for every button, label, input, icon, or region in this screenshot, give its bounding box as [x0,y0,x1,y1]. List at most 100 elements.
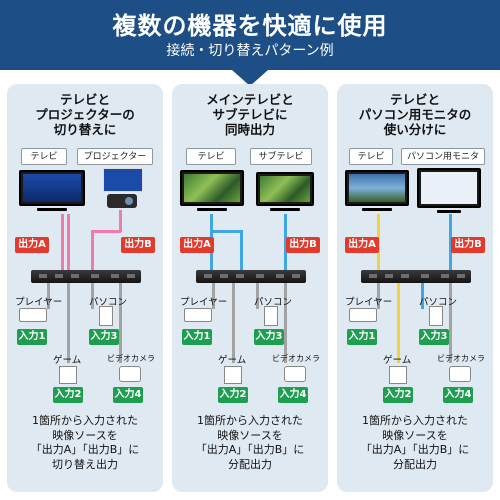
panel-heading-line: 同時出力 [224,122,275,137]
caption-line: 1箇所から入力された [362,414,468,427]
panel-caption: 1箇所から入力された 映像ソースを 「出力A」「出力B」に 分配出力 [172,414,328,472]
input-4-label: 入力4 [278,387,308,403]
panel-heading-line: プロジェクターの [35,107,135,122]
pc-label: パソコン [89,297,128,308]
pc-label: パソコン [419,297,458,308]
panel-main-sub-tv: メインテレビと サブテレビに 同時出力 テレビ サブテレビ 出力A 出力B プレ… [172,84,328,492]
cable-input-4 [284,283,287,363]
output-a-label: 出力A [345,237,379,253]
cable-output-b [284,214,287,270]
caption-line: 「出力A」「出力B」に [30,443,140,456]
panel-heading-line: 使い分けに [383,122,447,137]
cable-input-1 [377,283,380,309]
cable-input-2 [397,283,400,363]
tag-tv: テレビ [349,148,393,165]
pc-monitor-screen [417,168,481,208]
panel-heading-line: サブテレビに [212,107,288,122]
cable-output-a-dashed [67,214,70,270]
output-a-label: 出力A [15,237,49,253]
hdmi-switch [196,270,306,283]
player-label: プレイヤー [15,297,63,308]
pc-icon [264,306,278,326]
panel-heading: テレビと パソコン用モニタの 使い分けに [337,92,493,137]
tag-sub-tv: サブテレビ [250,148,312,165]
caption-line: 「出力A」「出力B」に [195,443,305,456]
caption-line: 映像ソースを [217,428,283,442]
game-label: ゲーム [218,355,247,366]
caption-line: 切り替え出力 [52,457,118,471]
caption-line: 映像ソースを [52,428,118,442]
input-4-label: 入力4 [443,387,473,403]
player-label: プレイヤー [345,297,393,308]
caption-line: 映像ソースを [382,428,448,442]
tag-tv: テレビ [186,148,236,165]
player-icon [349,308,377,322]
output-b-label: 出力B [121,237,155,253]
camera-icon [119,366,141,382]
sub-tv-stand [270,208,300,211]
tv-screen [345,170,409,206]
camera-label: ビデオカメラ [272,354,320,363]
panel-heading: メインテレビと サブテレビに 同時出力 [172,92,328,137]
caption-line: 分配出力 [228,457,272,471]
cable-input-4 [449,283,452,363]
output-b-label: 出力B [286,237,320,253]
panel-heading-line: メインテレビと [206,92,294,107]
player-label: プレイヤー [180,297,228,308]
projected-image [103,168,143,192]
panel-caption: 1箇所から入力された 映像ソースを 「出力A」「出力B」に 切り替え出力 [7,414,163,472]
main-tv-stand [197,208,227,211]
caption-line: 分配出力 [393,457,437,471]
cable-input-2 [232,283,235,363]
input-1-label: 入力1 [347,329,377,345]
panel-caption: 1箇所から入力された 映像ソースを 「出力A」「出力B」に 分配出力 [337,414,493,472]
tag-projector: プロジェクター [77,148,153,165]
camera-label: ビデオカメラ [437,354,485,363]
sub-tv-screen [256,172,314,206]
cable-input-2 [67,283,70,363]
cable-output-a-vertical [240,230,243,270]
input-2-label: 入力2 [53,387,83,403]
input-2-label: 入力2 [383,387,413,403]
panel-tv-pc-monitor: テレビと パソコン用モニタの 使い分けに テレビ パソコン用モニタ 出力A 出力… [337,84,493,492]
game-label: ゲーム [383,355,412,366]
game-label: ゲーム [53,355,82,366]
caption-line: 1箇所から入力された [197,414,303,427]
tag-pc-monitor: パソコン用モニタ [401,148,485,165]
pc-monitor-stand [437,210,461,213]
cable-output-a [61,214,64,270]
input-1-label: 入力1 [182,329,212,345]
pc-icon [99,306,113,326]
input-3-label: 入力3 [254,329,284,345]
cable-output-b-vertical [119,210,122,232]
input-2-label: 入力2 [218,387,248,403]
hdmi-switch [31,270,141,283]
cable-input-1 [212,283,215,309]
panel-heading-line: 切り替えに [53,122,117,137]
tv-stand [362,208,392,211]
game-icon [59,366,77,384]
pc-label: パソコン [254,297,293,308]
cable-output-b [449,214,452,270]
hdmi-switch [361,270,471,283]
tag-tv: テレビ [21,148,67,165]
player-icon [19,308,47,322]
camera-icon [449,366,471,382]
camera-icon [284,366,306,382]
cable-output-b [91,230,94,270]
cable-output-a-horizontal [210,230,242,233]
input-1-label: 入力1 [17,329,47,345]
pc-icon [429,306,443,326]
caption-line: 「出力A」「出力B」に [360,443,470,456]
panel-heading-line: テレビと [59,92,110,107]
tv-screen [19,170,85,206]
page-title: 複数の機器を快適に使用 [112,12,388,40]
panel-heading-line: パソコン用モニタの [358,107,472,122]
panel-tv-projector: テレビと プロジェクターの 切り替えに テレビ プロジェクター 出力A 出力B … [7,84,163,492]
cable-input-3 [91,283,94,309]
cable-input-3 [421,283,424,309]
player-icon [184,308,212,322]
game-icon [389,366,407,384]
camera-label: ビデオカメラ [107,354,155,363]
